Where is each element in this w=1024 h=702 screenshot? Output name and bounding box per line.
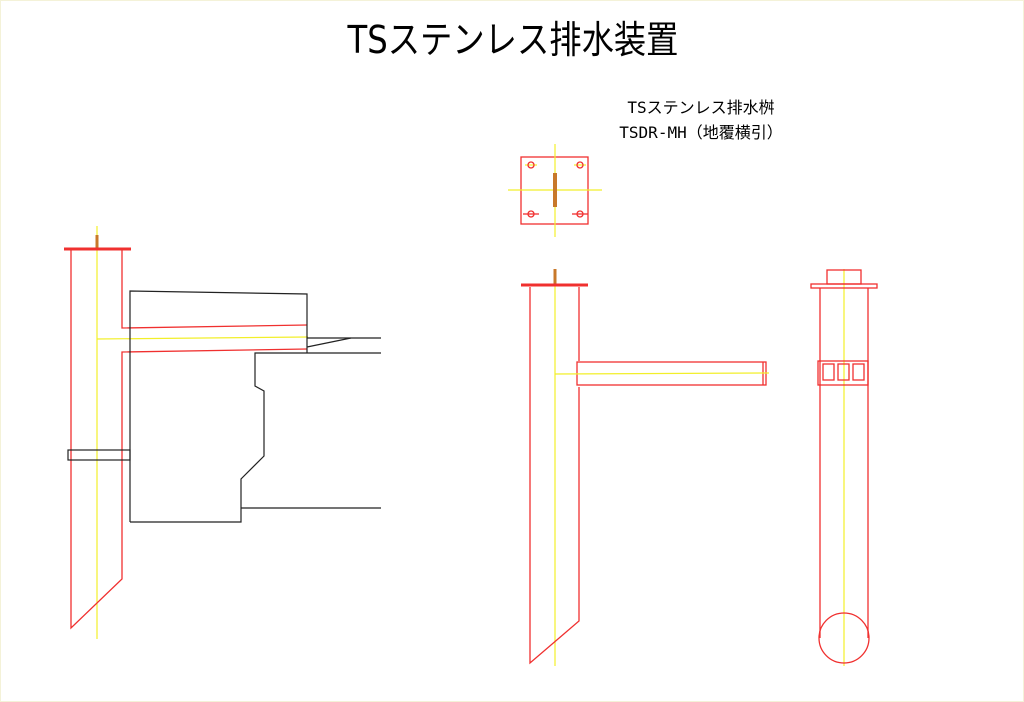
top-view [508, 144, 602, 237]
page-title: TSステンレス排水装置 [347, 18, 679, 62]
product-model: TSDR-MH（地覆横引） [619, 123, 783, 142]
bolt-hole-icon [523, 161, 588, 218]
front-view [810, 269, 878, 666]
section-view-installed [64, 226, 381, 639]
product-name: TSステンレス排水桝 [627, 98, 775, 117]
side-view [521, 269, 770, 666]
